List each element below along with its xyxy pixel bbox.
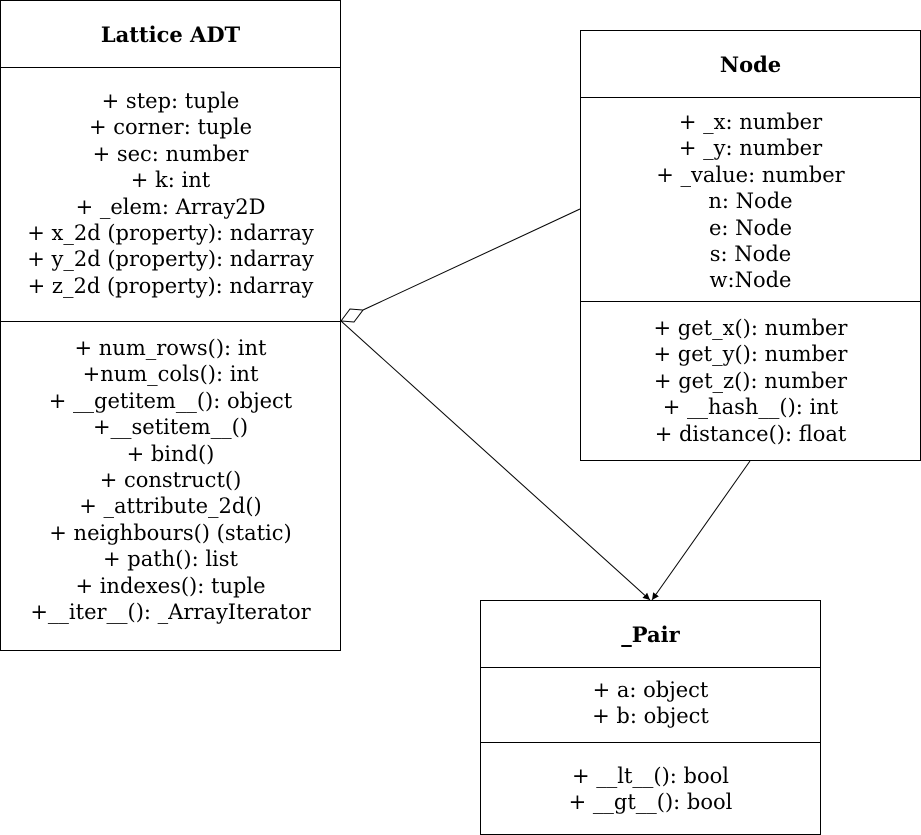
pair-class-name: _Pair [481,601,820,668]
lattice-adt-methods: + num_rows(): int +num_cols(): int + __g… [1,322,340,625]
attribute-item: + _value: number [656,162,845,187]
node-class-name: Node [581,31,920,98]
attribute-item: n: Node [708,189,793,214]
attribute-item: + sec: number [92,141,249,166]
method-item: + neighbours() (static) [49,520,292,545]
attribute-item: s: Node [709,242,792,267]
method-item: + indexes(): tuple [75,573,266,598]
aggregation-diamond [340,308,364,323]
method-item: + _attribute_2d() [79,494,262,519]
method-item: + bind() [126,441,215,466]
method-item: + get_z(): number [653,368,848,393]
attribute-item: e: Node [708,215,793,240]
method-item: + get_x(): number [653,316,848,340]
attribute-item: w:Node [709,268,792,293]
attribute-item: + corner: tuple [88,115,252,140]
aggregation-line [362,208,581,311]
attribute-item: + z_2d (property): ndarray [27,273,314,298]
attribute-item: + y_2d (property): ndarray [27,247,314,272]
method-item: + get_y(): number [653,342,848,367]
attribute-item: + k: int [130,168,211,193]
lattice-pair-association [333,313,651,601]
method-item: + path(): list [103,547,238,572]
lattice-adt-class: Lattice ADT + step: tuple + corner: tupl… [0,0,341,651]
attribute-item: + _x: number [678,110,823,134]
method-item: + num_rows(): int [74,336,267,360]
method-item: + __gt__(): bool [568,790,733,815]
lattice-adt-class-name: Lattice ADT [1,1,340,68]
node-methods: + get_x(): number + get_y(): number + ge… [581,302,920,447]
node-pair-association [651,453,757,601]
attribute-item: + _elem: Array2D [75,194,266,219]
method-item: +num_cols(): int [82,362,259,387]
node-attributes: + _x: number + _y: number + _value: numb… [581,98,920,302]
attribute-item: + a: object [592,678,709,702]
method-item: + __lt__(): bool [571,764,729,788]
method-item: +__iter__(): _ArrayIterator [30,600,311,625]
attribute-item: + x_2d (property): ndarray [27,221,314,246]
pair-attributes: + a: object + b: object [481,668,820,743]
method-item: + __getitem__(): object [48,388,293,413]
attribute-item: + step: tuple [101,89,240,113]
attribute-item: + b: object [592,704,709,729]
method-item: + __hash__(): int [662,395,839,420]
method-item: +__setitem__() [92,415,249,440]
pair-class: _Pair + a: object + b: object + __lt__()… [480,600,821,835]
pair-methods: + __lt__(): bool + __gt__(): bool [481,743,820,816]
node-class: Node + _x: number + _y: number + _value:… [580,30,921,461]
method-item: + distance(): float [654,421,847,446]
method-item: + construct() [99,468,242,493]
attribute-item: + _y: number [678,136,823,161]
lattice-adt-attributes: + step: tuple + corner: tuple + sec: num… [1,68,340,322]
